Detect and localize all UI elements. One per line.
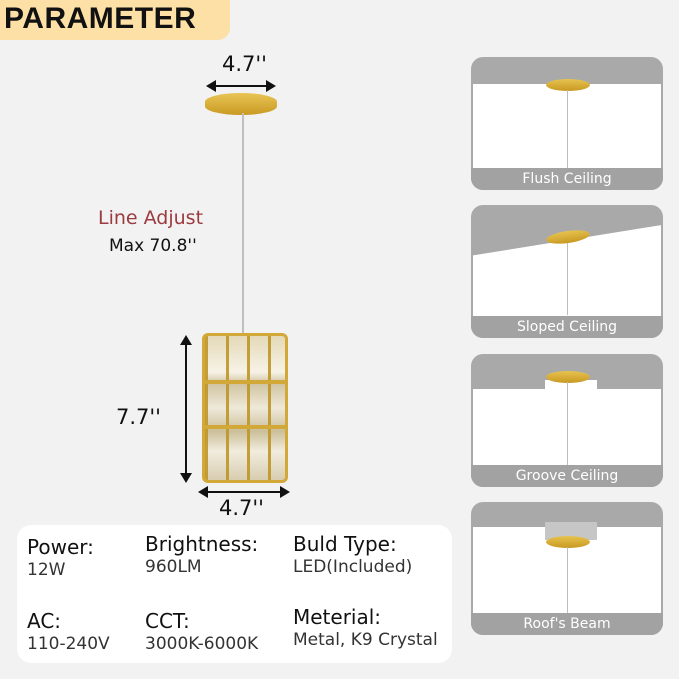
spec-cct: CCT: 3000K-6000K: [145, 609, 258, 655]
mount-card-flush-ceiling: Flush Ceiling: [471, 57, 663, 190]
cord: [567, 382, 568, 466]
crystal-shade-image: [202, 333, 288, 483]
spec-value: 960LM: [145, 557, 202, 577]
line-adjust-label: Line Adjust: [98, 207, 204, 229]
spec-card: Power: 12W Brightness: 960LM Buld Type: …: [17, 525, 452, 663]
shade-height-label: 7.7'': [116, 405, 161, 429]
spec-ac: AC: 110-240V: [27, 609, 110, 655]
mount-label: Groove Ceiling: [471, 465, 663, 487]
spec-power: Power: 12W: [27, 535, 94, 581]
cord: [567, 243, 568, 315]
mount-card-groove-ceiling: Groove Ceiling: [471, 354, 663, 487]
spec-value: LED(Included): [293, 557, 413, 577]
groove: [545, 380, 597, 392]
spec-material: Meterial: Metal, K9 Crystal: [293, 605, 438, 651]
spec-label: CCT:: [145, 609, 190, 633]
spec-value: 3000K-6000K: [145, 634, 259, 654]
spec-label: AC:: [27, 609, 62, 633]
spec-value: 12W: [27, 560, 66, 580]
mount-label: Flush Ceiling: [471, 168, 663, 190]
beam: [545, 522, 597, 540]
shade-band: [202, 425, 288, 429]
mount-label: Sloped Ceiling: [471, 316, 663, 338]
shade-height-arrow-icon: [180, 335, 192, 483]
canopy-icon: [546, 79, 590, 91]
canopy-width-label: 4.7'': [222, 52, 267, 76]
mount-label: Roof's Beam: [471, 613, 663, 635]
spec-value: 110-240V: [27, 634, 110, 654]
canopy-icon: [546, 536, 590, 548]
page-title: PARAMETER: [4, 2, 197, 35]
spec-label: Buld Type:: [293, 532, 397, 556]
spec-label: Power:: [27, 535, 94, 559]
shade-width-label: 4.7'': [219, 496, 264, 520]
cord: [567, 90, 568, 168]
spec-label: Meterial:: [293, 605, 382, 629]
spec-brightness: Brightness: 960LM: [145, 532, 258, 578]
line-adjust-value: Max 70.8'': [109, 236, 197, 256]
mount-card-sloped-ceiling: Sloped Ceiling: [471, 205, 663, 338]
mount-card-roofs-beam: Roof's Beam: [471, 502, 663, 635]
title-badge: PARAMETER: [0, 0, 230, 40]
cord: [567, 547, 568, 613]
spec-bulb-type: Buld Type: LED(Included): [293, 532, 412, 578]
cord-image: [242, 113, 244, 335]
spec-label: Brightness:: [145, 532, 259, 556]
shade-band: [202, 380, 288, 384]
canopy-width-arrow-icon: [206, 80, 276, 92]
spec-value: Metal, K9 Crystal: [293, 630, 438, 650]
shade-width-arrow-icon: [198, 486, 290, 498]
canopy-icon: [546, 371, 590, 383]
canopy-image: [205, 93, 277, 115]
